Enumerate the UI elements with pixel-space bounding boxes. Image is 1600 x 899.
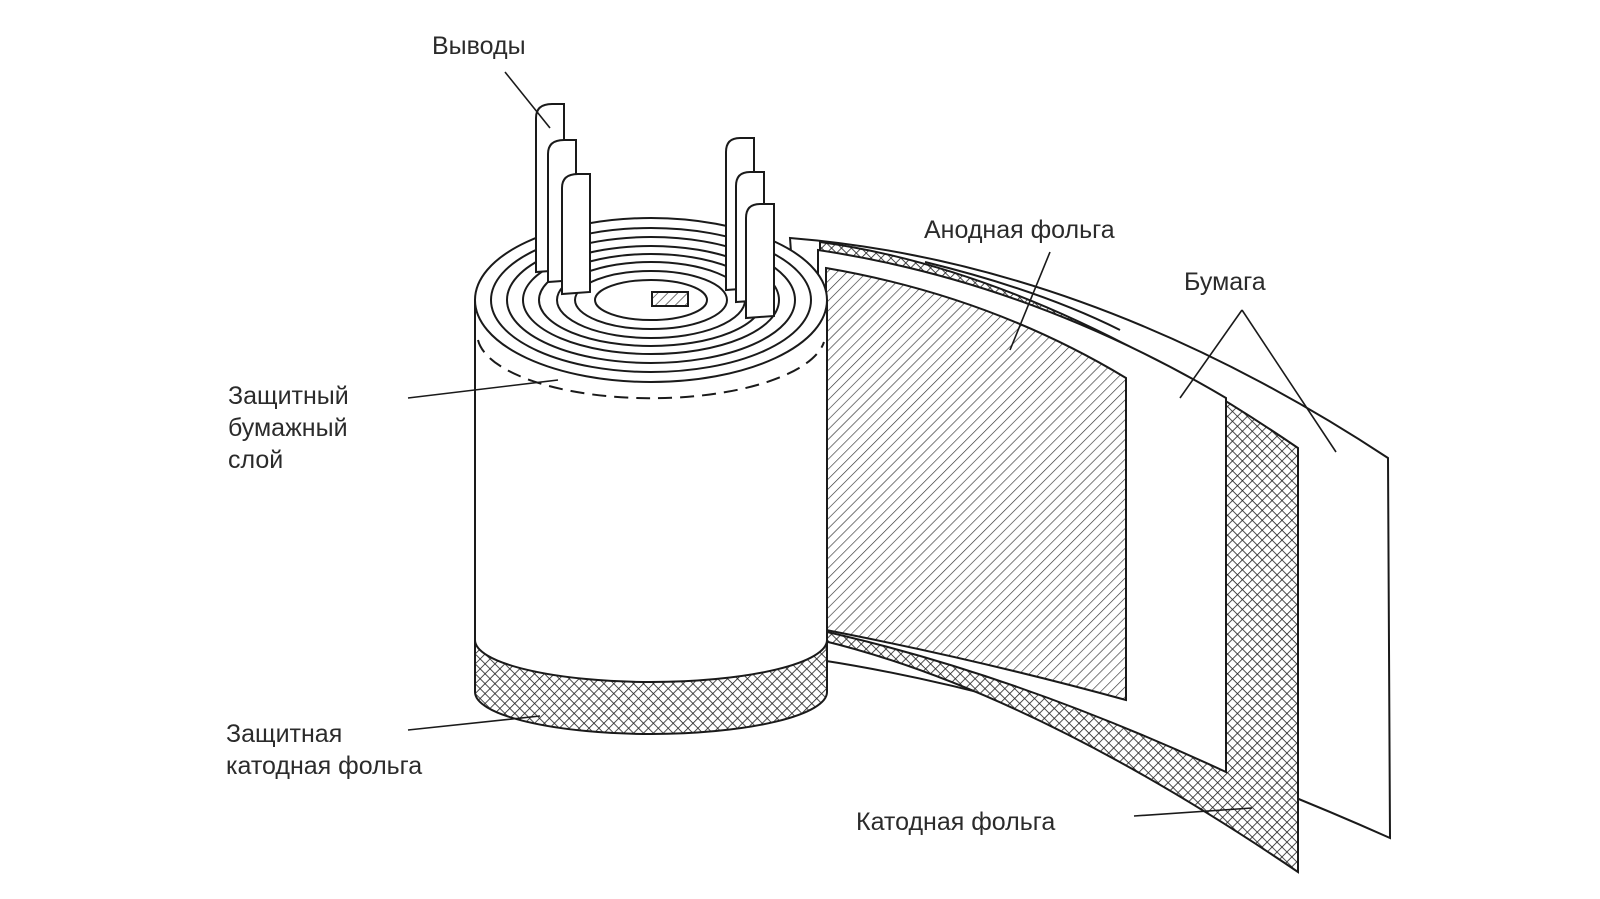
leader-cathode: [1133, 807, 1253, 817]
protective-paper-dashed-line: [477, 339, 825, 400]
leader-leads: [504, 71, 551, 129]
label-leads: Выводы: [432, 32, 526, 60]
leader-protective-cathode: [407, 715, 541, 731]
core-hatch: [651, 291, 689, 307]
cylinder-body: [474, 299, 828, 683]
label-cathode-foil: Катодная фольга: [856, 808, 1056, 836]
leader-protective-paper: [407, 379, 559, 399]
leads-right: [725, 137, 775, 320]
anode-foil-strip: [825, 266, 1127, 702]
paper-edge: [924, 261, 1121, 331]
label-protective-paper-layer: Защитный бумажный слой: [228, 382, 349, 474]
leader-paper-1: [1179, 309, 1243, 399]
leader-anode: [1009, 251, 1051, 351]
label-paper: Бумага: [1184, 268, 1266, 296]
leader-paper-2: [1241, 309, 1337, 453]
label-anode-foil: Анодная фольга: [924, 216, 1115, 244]
label-protective-cathode-foil: Защитная катодная фольга: [226, 720, 423, 780]
leads-left: [535, 103, 591, 296]
